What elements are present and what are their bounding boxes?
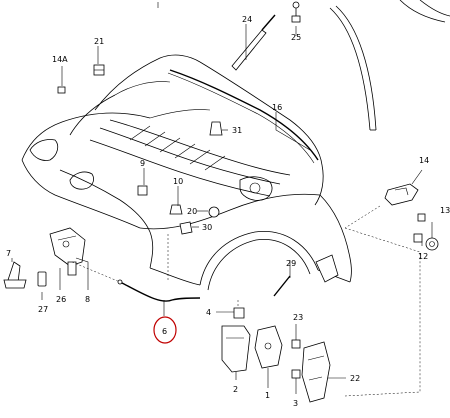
hood-latch-part xyxy=(49,227,86,267)
rod-part xyxy=(67,261,77,276)
callout-16: 16 xyxy=(272,103,282,112)
callout-8: 8 xyxy=(85,295,90,304)
small-clip-part xyxy=(57,86,66,94)
bolt-part xyxy=(179,221,193,235)
highlight-ring xyxy=(153,316,177,344)
bump-stop-part xyxy=(209,121,223,136)
bracket-22-part xyxy=(301,341,331,403)
callout-24: 24 xyxy=(242,15,252,24)
release-cable xyxy=(117,279,201,302)
hood-and-body-outline xyxy=(21,54,352,291)
callout-12: 12 xyxy=(418,252,428,261)
callout-10: 10 xyxy=(173,177,183,186)
ball-stud xyxy=(291,1,301,23)
callout-23: 23 xyxy=(293,313,303,322)
callout-22: 22 xyxy=(350,374,360,383)
callout-20: 20 xyxy=(187,207,197,216)
washer-part xyxy=(425,237,439,251)
hood-seal xyxy=(167,69,319,164)
striker-part xyxy=(384,183,419,206)
callout-26: 26 xyxy=(56,295,66,304)
callout-31: 31 xyxy=(232,126,242,135)
windshield-frame xyxy=(329,5,377,131)
nut-3-part xyxy=(291,369,301,379)
screw-4-part xyxy=(233,307,245,319)
bracket-1-part xyxy=(254,325,283,369)
callout-3: 3 xyxy=(293,399,298,408)
nut-23-part xyxy=(291,339,301,349)
callout-30: 30 xyxy=(202,223,212,232)
clip-part xyxy=(93,64,105,76)
callout-13: 13 xyxy=(440,206,450,215)
callout-6: 6 xyxy=(162,327,167,336)
callout-14: 14 xyxy=(419,156,429,165)
callout-labels: 24 25 21 14A 16 31 9 14 10 20 13 30 7 12… xyxy=(6,15,450,408)
callout-27: 27 xyxy=(38,305,48,314)
bracket-2-part xyxy=(221,325,251,373)
callout-14a: 14A xyxy=(52,55,68,64)
callout-2: 2 xyxy=(233,385,238,394)
hood-strut xyxy=(231,14,276,71)
callout-21: 21 xyxy=(94,37,104,46)
callout-7: 7 xyxy=(6,249,11,258)
bumper-part xyxy=(208,206,220,218)
nut-part xyxy=(413,213,426,243)
screw-part xyxy=(169,204,183,215)
callout-9: 9 xyxy=(140,159,145,168)
fender-bracket xyxy=(315,254,339,283)
callout-25: 25 xyxy=(291,33,301,42)
support-rod xyxy=(273,275,291,297)
fastener-part xyxy=(137,185,148,196)
callout-4: 4 xyxy=(206,308,211,317)
callout-1: 1 xyxy=(265,391,270,400)
handle-part xyxy=(37,271,47,287)
release-lever-part xyxy=(3,261,27,289)
roof-corner xyxy=(399,0,450,23)
callout-29: 29 xyxy=(286,259,296,268)
leader-lines xyxy=(11,2,433,397)
